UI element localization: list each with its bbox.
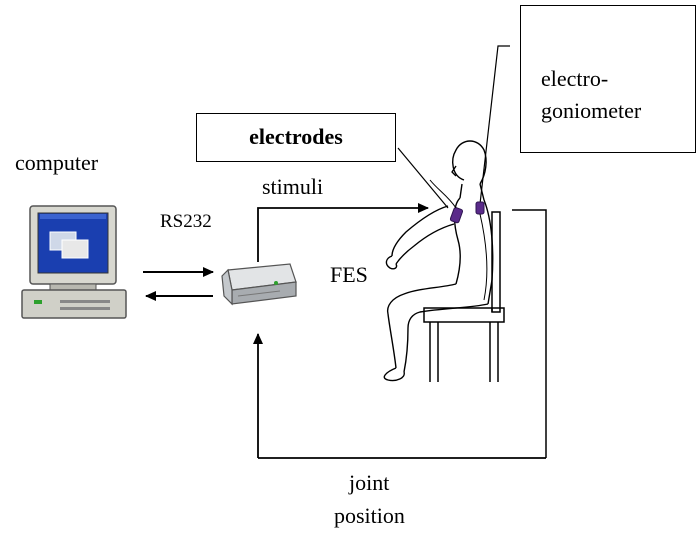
patient-figure [383, 140, 494, 382]
stimulator-device-icon [221, 263, 297, 306]
rs232-label: RS232 [160, 211, 212, 232]
joint-position-label-line1: joint [349, 470, 390, 495]
stimuli-label: stimuli [262, 174, 324, 199]
electrogoniometer-label-line1: electro- [541, 66, 609, 91]
goniometer-cable [479, 213, 488, 301]
electrogoniometer-box: electro- goniometer [520, 5, 696, 153]
fes-label: FES [330, 262, 368, 287]
electrode-pad [449, 207, 464, 224]
goniometer-leader [479, 45, 510, 205]
goniometer-sensor [475, 201, 485, 215]
computer-label: computer [15, 150, 99, 175]
computer-icon [21, 205, 127, 319]
chair-icon [423, 211, 505, 382]
electrodes-label: electrodes [249, 124, 343, 149]
electrodes-box: electrodes [196, 113, 396, 162]
electrode-cable [429, 179, 457, 209]
joint-position-label-line2: position [334, 503, 405, 528]
electrodes-leader [397, 147, 449, 209]
feedback-bracket [512, 209, 547, 458]
electrogoniometer-label-line2: goniometer [541, 98, 642, 123]
stimuli-line [257, 203, 429, 262]
